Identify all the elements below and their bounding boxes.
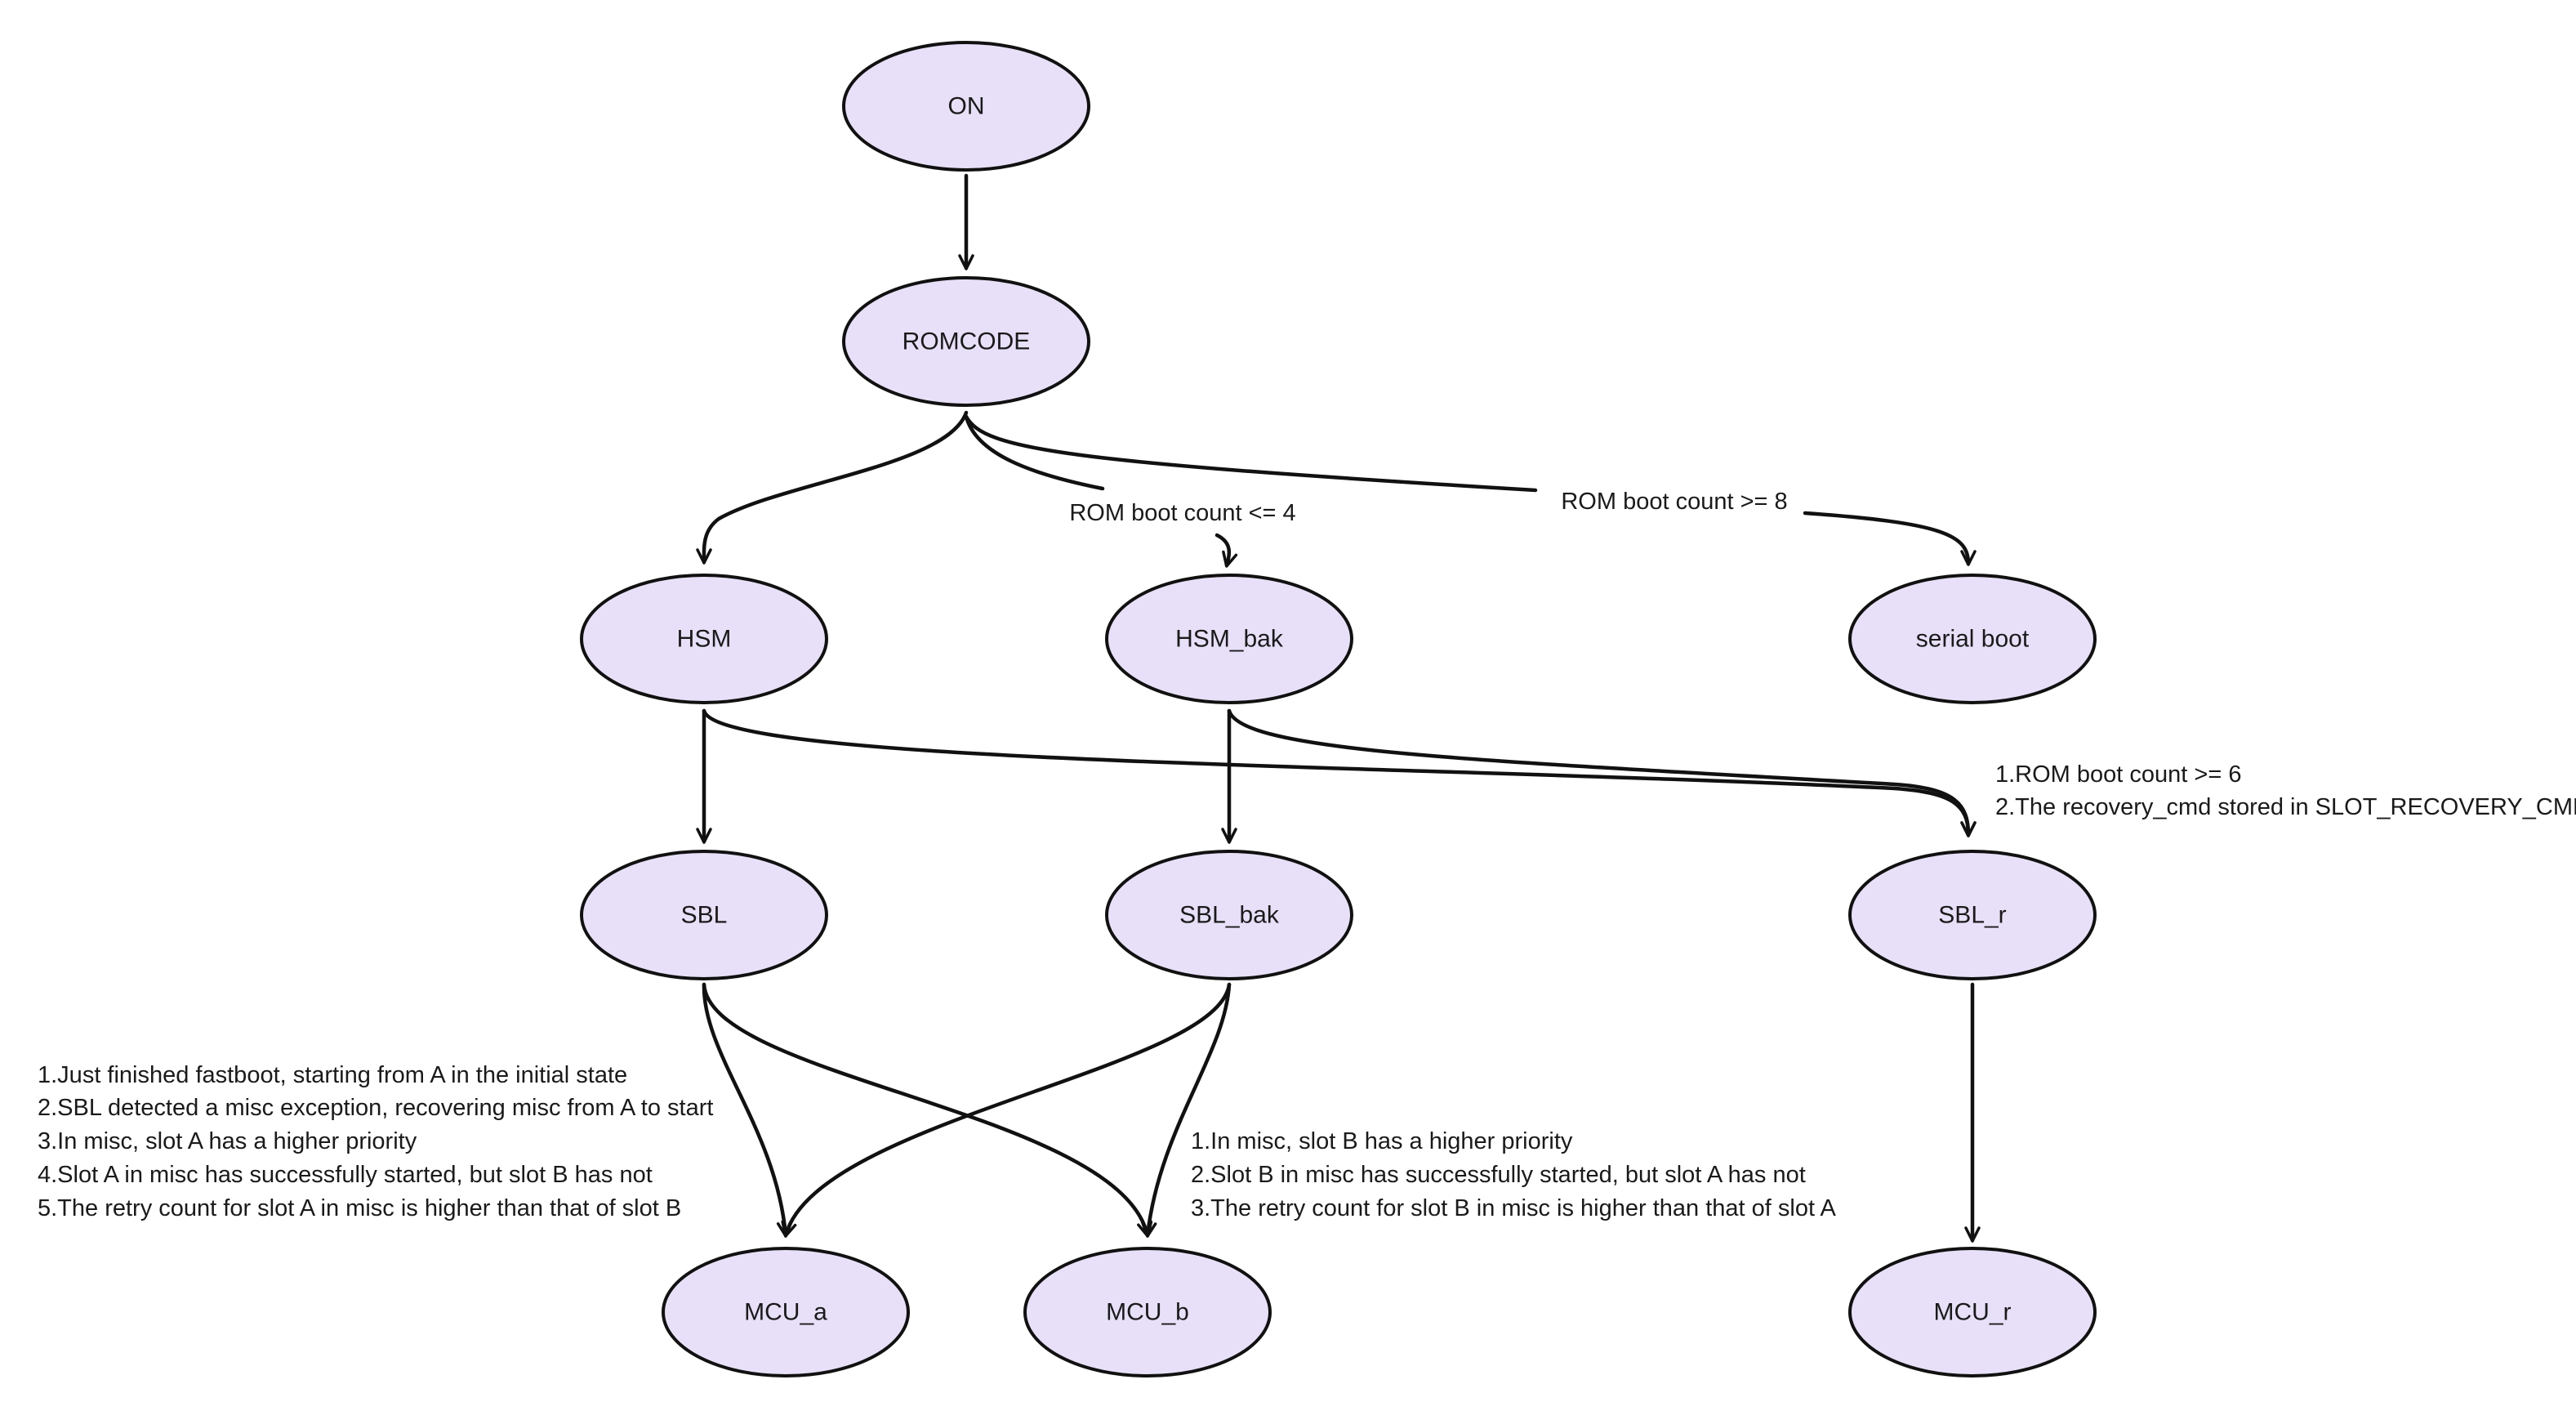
- node-sbl-bak: SBL_bak: [1105, 850, 1353, 980]
- node-label-sbl-bak: SBL_bak: [1179, 902, 1280, 929]
- node-hsm-bak: HSM_bak: [1105, 574, 1353, 704]
- note-sbl-r-conditions: 1.ROM boot count >= 6 2.The recovery_cmd…: [1995, 761, 2576, 820]
- node-label-serial-boot: serial boot: [1916, 626, 2030, 653]
- note-mcu-a-conditions: 1.Just finished fastboot, starting from …: [38, 1062, 713, 1221]
- edge-romcode-to-hsm-bak-tail: [1214, 533, 1238, 568]
- node-on: ON: [842, 41, 1090, 172]
- note-line: 2.The recovery_cmd stored in SLOT_RECOVE…: [1995, 794, 2576, 820]
- node-serial-boot: serial boot: [1848, 574, 2097, 704]
- nodes: ON ROMCODE HSM HSM_bak serial boot SBL S…: [580, 41, 2097, 1377]
- edge-romcode-to-hsm-bak: [964, 414, 1105, 491]
- edge-labels: ROM boot count <= 4 ROM boot count >= 8: [1060, 484, 1797, 531]
- node-label-mcu-r: MCU_r: [1934, 1299, 2012, 1326]
- edge-romcode-to-hsm: [696, 410, 969, 565]
- edges: [696, 173, 1981, 1243]
- node-label-sbl: SBL: [681, 902, 728, 929]
- node-label-romcode: ROMCODE: [902, 328, 1031, 355]
- node-mcu-a: MCU_a: [662, 1247, 910, 1377]
- node-label-sbl-r: SBL_r: [1938, 902, 2006, 929]
- node-label-on: ON: [948, 93, 985, 120]
- edge-label-rom-ge-8: ROM boot count >= 8: [1561, 489, 1787, 515]
- node-hsm: HSM: [580, 574, 828, 704]
- note-line: 3.The retry count for slot B in misc is …: [1191, 1195, 1836, 1221]
- node-label-mcu-a: MCU_a: [744, 1299, 827, 1326]
- edge-sbl-to-mcu-b: [702, 982, 1153, 1238]
- node-sbl-r: SBL_r: [1848, 850, 2097, 980]
- node-mcu-b: MCU_b: [1023, 1247, 1272, 1377]
- edge-sbl-to-mcu-a: [702, 982, 793, 1238]
- note-line: 5.The retry count for slot A in misc is …: [38, 1195, 681, 1221]
- node-mcu-r: MCU_r: [1848, 1247, 2097, 1377]
- node-romcode: ROMCODE: [842, 276, 1090, 407]
- note-line: 4.Slot A in misc has successfully starte…: [38, 1162, 653, 1188]
- node-label-hsm-bak: HSM_bak: [1175, 626, 1284, 653]
- note-mcu-b-conditions: 1.In misc, slot B has a higher priority …: [1191, 1128, 1836, 1221]
- edge-romcode-to-serial-boot: [964, 414, 1538, 493]
- note-line: 1.ROM boot count >= 6: [1995, 761, 2241, 788]
- note-line: 1.In misc, slot B has a higher priority: [1191, 1128, 1573, 1154]
- note-line: 1.Just finished fastboot, starting from …: [38, 1062, 627, 1088]
- note-line: 2.Slot B in misc has successfully starte…: [1191, 1162, 1806, 1188]
- node-label-hsm: HSM: [677, 626, 732, 653]
- node-label-mcu-b: MCU_b: [1106, 1299, 1189, 1326]
- edge-hsm-to-sbl-r: [702, 708, 1977, 837]
- edge-hsm-bak-to-sbl-r: [1227, 708, 1977, 837]
- edge-label-rom-le-4: ROM boot count <= 4: [1069, 500, 1295, 526]
- note-line: 3.In misc, slot A has a higher priority: [38, 1128, 417, 1154]
- node-sbl: SBL: [580, 850, 828, 980]
- note-line: 2.SBL detected a misc exception, recover…: [38, 1095, 713, 1121]
- edge-sbl-bak-to-mcu-b: [1141, 982, 1232, 1238]
- edge-sbl-bak-to-mcu-a: [781, 982, 1232, 1238]
- edge-romcode-to-serial-boot-tail: [1803, 511, 1977, 566]
